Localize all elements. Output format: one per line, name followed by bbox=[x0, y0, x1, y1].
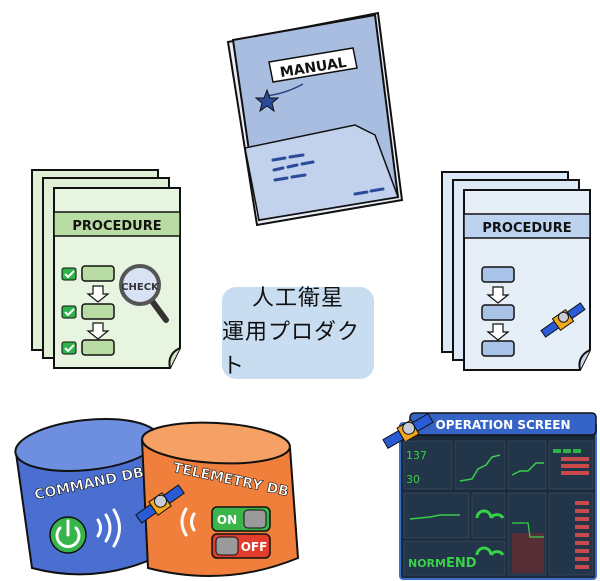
satellite-icon bbox=[135, 484, 185, 524]
procedure-right-title: PROCEDURE bbox=[482, 221, 571, 236]
satellite-icon bbox=[540, 302, 586, 338]
off-switch: OFF bbox=[211, 533, 271, 559]
signal-waves-icon bbox=[96, 508, 121, 548]
screen-value-top: 137 bbox=[406, 449, 427, 462]
telemetry-db-cylinder: TELEMETRY DB ON OFF bbox=[135, 421, 300, 577]
screen-value-bottom: 30 bbox=[406, 473, 420, 486]
command-db-cylinder: COMMAND DB bbox=[14, 418, 167, 576]
procedure-left-title: PROCEDURE bbox=[72, 219, 161, 234]
center-label-line1: 人工衛星 bbox=[251, 286, 344, 311]
procedure-right-document: PROCEDURE bbox=[441, 171, 591, 371]
on-switch: ON bbox=[211, 506, 271, 532]
check-badge: CHECK bbox=[121, 282, 160, 293]
procedure-left-document: PROCEDURE CHECK bbox=[31, 169, 181, 369]
screen-status-end: END bbox=[446, 556, 477, 571]
magnifier-check-icon: CHECK bbox=[119, 264, 169, 323]
check-icon bbox=[61, 267, 77, 355]
gauge-icon bbox=[475, 509, 505, 556]
center-label-line2: 運用プロダクト bbox=[222, 320, 361, 379]
screen-status-norm: NORM bbox=[408, 557, 446, 570]
off-label: OFF bbox=[241, 540, 268, 554]
on-label: ON bbox=[217, 513, 237, 527]
operation-screen: OPERATION SCREEN 137 30 NORM END bbox=[382, 412, 597, 580]
manual-document: MANUAL bbox=[226, 11, 404, 227]
center-label: 人工衛星 運用プロダクト bbox=[222, 286, 374, 379]
signal-waves-icon bbox=[180, 507, 196, 537]
operation-screen-title: OPERATION SCREEN bbox=[436, 418, 571, 432]
star-icon bbox=[254, 88, 280, 113]
power-button-icon bbox=[49, 516, 87, 554]
satellite-icon bbox=[382, 412, 434, 450]
